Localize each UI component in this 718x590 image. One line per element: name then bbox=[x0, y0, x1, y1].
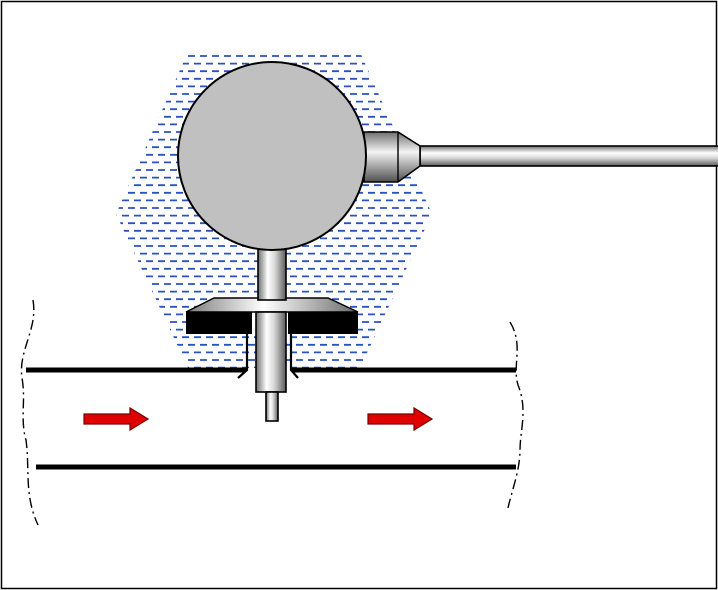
pipe-break-left bbox=[20, 299, 39, 526]
flow-arrow-left bbox=[83, 406, 150, 432]
round-gauge-head[interactable] bbox=[177, 61, 367, 251]
horizontal-cable-rod[interactable] bbox=[419, 145, 718, 167]
vertical-stem bbox=[257, 243, 287, 301]
pipe-break-right bbox=[507, 321, 524, 509]
flow-arrow-right bbox=[367, 406, 434, 432]
sensor-probe-tip[interactable] bbox=[265, 391, 279, 422]
sensor-probe[interactable] bbox=[255, 311, 287, 393]
cable-gland[interactable] bbox=[363, 131, 421, 183]
flange-upper bbox=[185, 297, 359, 313]
pipe-nozzle bbox=[237, 334, 299, 379]
